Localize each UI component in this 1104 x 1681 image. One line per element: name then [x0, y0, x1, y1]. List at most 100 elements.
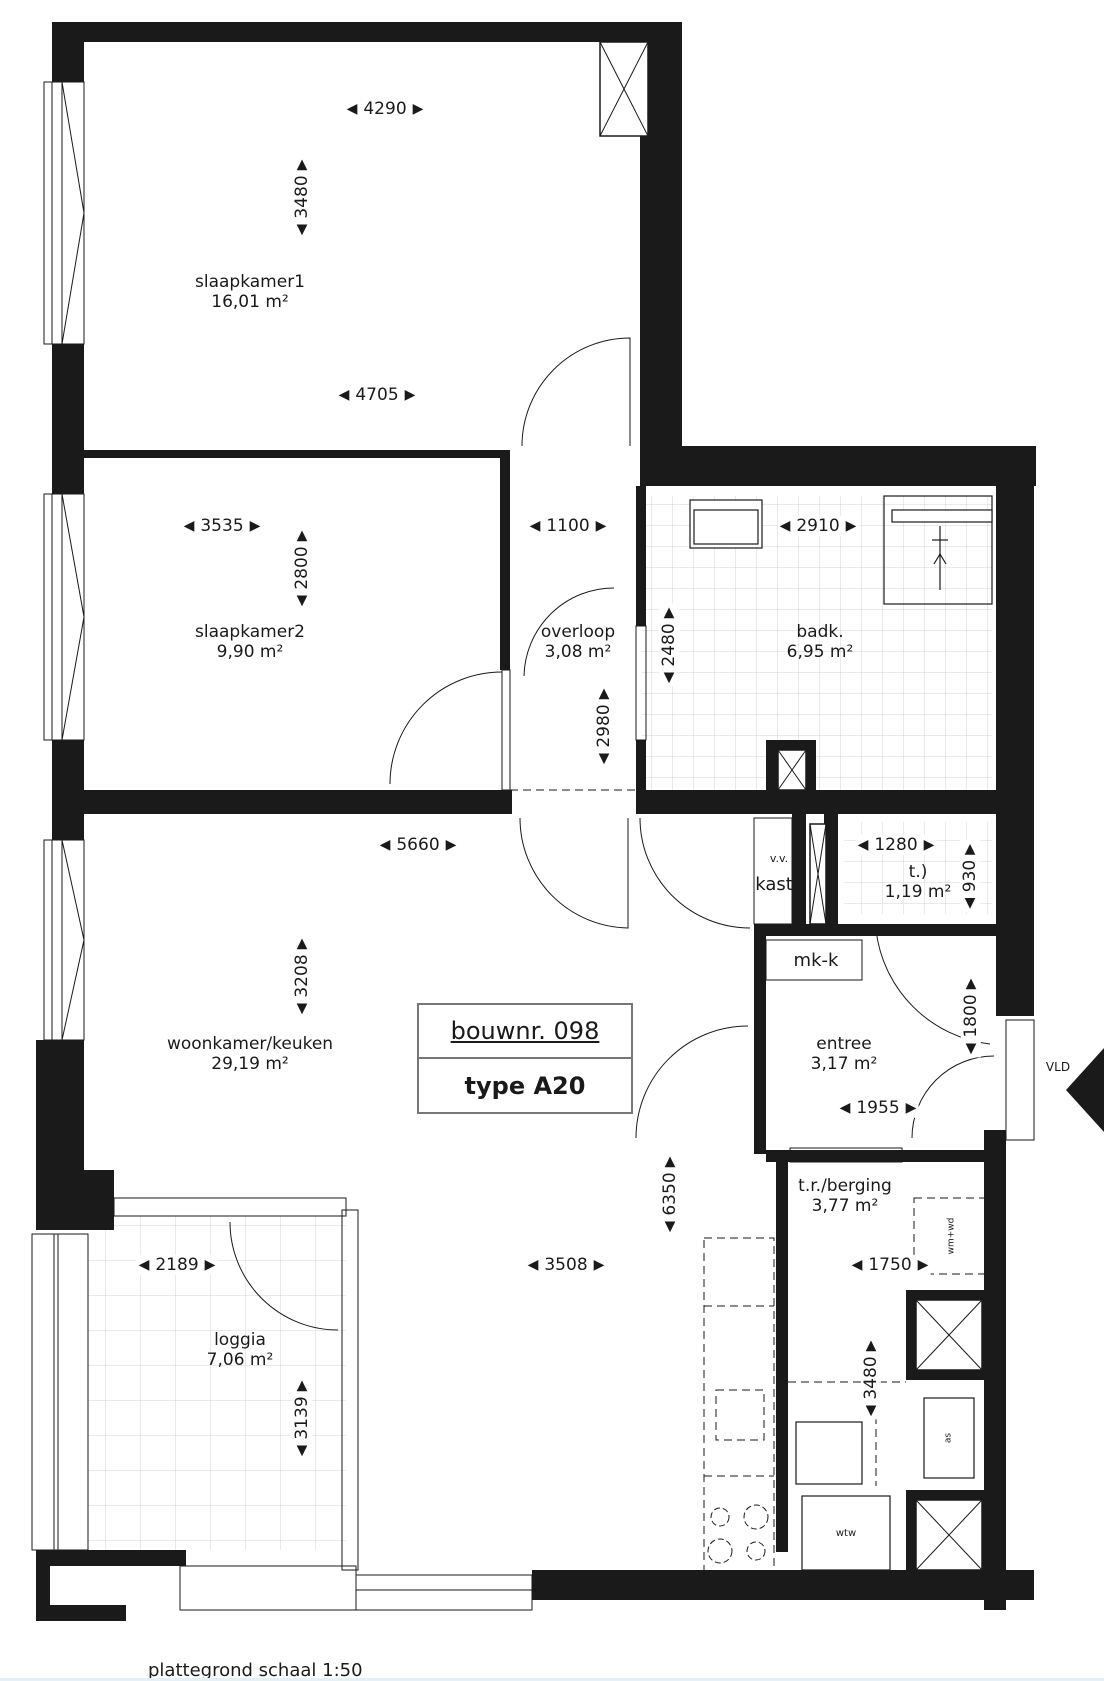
- windows: [31, 81, 1035, 1611]
- arrow-down-icon: ▼: [965, 1040, 977, 1057]
- arrow-up-icon: ▲: [296, 156, 308, 173]
- arrow-left-icon: ◀: [779, 517, 791, 534]
- arrow-up-icon: ▲: [664, 1153, 676, 1170]
- dimension-1280: ◀ 1280 ▶: [855, 834, 937, 856]
- arrow-right-icon: ▶: [923, 836, 935, 853]
- as-label: as: [943, 1432, 954, 1444]
- arrow-up-icon: ▲: [296, 527, 308, 544]
- dimension-value: 3139: [291, 1396, 312, 1440]
- bottom-strip: [0, 1678, 1104, 1681]
- dimension-1955: ◀1955▶: [837, 1097, 919, 1119]
- dimension-value: 2480: [658, 623, 679, 667]
- arrow-up-icon: ▲: [964, 840, 976, 857]
- dimension-3208: ▲3208▼: [291, 934, 313, 1018]
- dimension-value: 930: [959, 859, 980, 893]
- room-name: badk.: [796, 622, 844, 642]
- dimension-2980: ▲ 2980 ▼: [593, 684, 615, 768]
- unit-info-box: bouwnr. 098 type A20: [417, 1003, 633, 1114]
- arrow-down-icon: ▼: [598, 750, 610, 767]
- dimension-value: 1750: [868, 1254, 912, 1275]
- arrow-up-icon: ▲: [598, 685, 610, 702]
- room-area: 16,01 m²: [211, 292, 289, 313]
- dimension-value: 3208: [291, 954, 312, 998]
- arrow-left-icon: ◀: [379, 836, 391, 853]
- dimension-value: 2800: [291, 546, 312, 590]
- dimension-1800: ▲1800▼: [960, 974, 982, 1058]
- dimension-value: 3480: [860, 1356, 881, 1400]
- dimension-value: 4290: [363, 98, 407, 119]
- room-slaapkamer2: slaapkamer2 9,90 m²: [195, 622, 305, 663]
- dimension-value: 1100: [546, 515, 590, 536]
- dimension-value: 3480: [291, 175, 312, 219]
- vld-label: VLD: [1045, 1060, 1071, 1074]
- dimension-value: 3535: [200, 515, 244, 536]
- arrow-up-icon: ▲: [663, 604, 675, 621]
- dimension-4705: ◀4705▶: [336, 384, 418, 406]
- plan-caption: plattegrond schaal 1:50: [148, 1660, 363, 1681]
- arrow-right-icon: ▶: [204, 1256, 216, 1273]
- wtw-unit-label: wtw: [835, 1528, 857, 1539]
- arrow-left-icon: ◀: [527, 1256, 539, 1273]
- room-name: slaapkamer1: [195, 272, 305, 292]
- arrow-down-icon: ▼: [964, 895, 976, 912]
- arrow-right-icon: ▶: [404, 386, 416, 403]
- dimension-1750: ◀1750▶: [849, 1254, 931, 1276]
- meterkast-label: mk-k: [793, 950, 839, 971]
- room-overloop: overloop 3,08 m²: [541, 622, 615, 663]
- arrow-up-icon: ▲: [965, 975, 977, 992]
- arrow-up-icon: ▲: [296, 1377, 308, 1394]
- room-name: t.): [908, 862, 928, 882]
- room-name: entree: [816, 1034, 872, 1054]
- arrow-down-icon: ▼: [296, 221, 308, 238]
- room-entree: entree 3,17 m²: [811, 1034, 878, 1075]
- room-name: overloop: [540, 622, 616, 642]
- room-berging: t.r./berging 3,77 m²: [798, 1176, 892, 1217]
- room-area: 6,95 m²: [786, 642, 854, 663]
- arrow-right-icon: ▶: [595, 517, 607, 534]
- dimension-3508: ◀3508▶: [525, 1254, 607, 1276]
- arrow-down-icon: ▼: [663, 669, 675, 686]
- room-name: loggia: [214, 1330, 266, 1350]
- room-area: 7,06 m²: [206, 1350, 274, 1371]
- dimension-4290: ◀ 4290 ▶: [344, 98, 426, 120]
- room-area: 1,19 m²: [884, 882, 952, 903]
- room-area: 3,08 m²: [544, 642, 612, 663]
- meter-cupboard-label: v.v.: [769, 852, 789, 865]
- dimension-value: 1280: [874, 834, 918, 855]
- arrow-down-icon: ▼: [296, 1000, 308, 1017]
- room-area: 29,19 m²: [211, 1054, 289, 1075]
- dimension-value: 5660: [396, 834, 440, 855]
- dimension-2480: ▲ 2480 ▼: [658, 603, 680, 687]
- room-badkamer: badk. 6,95 m²: [787, 622, 854, 663]
- dimension-value: 2980: [593, 704, 614, 748]
- room-slaapkamer1: slaapkamer1 16,01 m²: [195, 272, 305, 313]
- building-number: bouwnr. 098: [419, 1005, 631, 1059]
- room-area: 9,90 m²: [216, 642, 284, 663]
- dimension-3480-berging: ▲3480▼: [860, 1336, 882, 1420]
- arrow-left-icon: ◀: [346, 100, 358, 117]
- unit-type: type A20: [464, 1071, 586, 1100]
- arrow-up-icon: ▲: [865, 1337, 877, 1354]
- arrow-left-icon: ◀: [529, 517, 541, 534]
- arrow-left-icon: ◀: [851, 1256, 863, 1273]
- arrow-down-icon: ▼: [296, 592, 308, 609]
- arrow-left-icon: ◀: [138, 1256, 150, 1273]
- arrow-left-icon: ◀: [857, 836, 869, 853]
- room-name: slaapkamer2: [195, 622, 305, 642]
- dimension-3535: ◀3535▶: [181, 515, 263, 537]
- washer-dryer-label: wm+wd: [946, 1217, 957, 1255]
- arrow-right-icon: ▶: [845, 517, 857, 534]
- room-name: t.r./berging: [798, 1176, 892, 1196]
- room-woonkamer-keuken: woonkamer/keuken 29,19 m²: [167, 1034, 333, 1075]
- room-area: 3,17 m²: [810, 1054, 878, 1075]
- dimension-value: 2910: [796, 515, 840, 536]
- dimension-5660: ◀5660▶: [377, 834, 459, 856]
- arrow-right-icon: ▶: [905, 1099, 917, 1116]
- arrow-left-icon: ◀: [338, 386, 350, 403]
- arrow-right-icon: ▶: [412, 100, 424, 117]
- dimension-value: 6350: [659, 1172, 680, 1216]
- dimension-2910: ◀ 2910 ▶: [777, 515, 859, 537]
- dimension-3139: ▲3139▼: [291, 1376, 313, 1460]
- dimension-6350: ▲6350▼: [659, 1152, 681, 1236]
- arrow-right-icon: ▶: [249, 517, 261, 534]
